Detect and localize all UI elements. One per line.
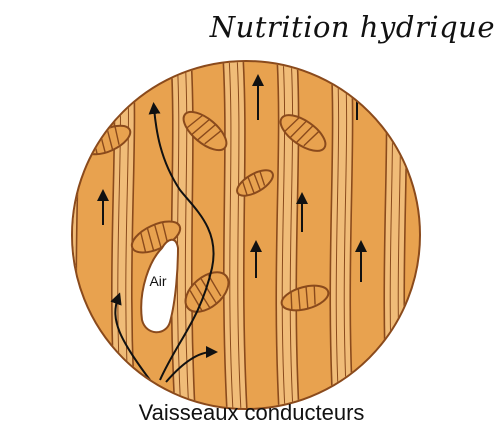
- figure-caption: Vaisseaux conducteurs: [0, 400, 503, 426]
- air-label: Air: [149, 273, 166, 289]
